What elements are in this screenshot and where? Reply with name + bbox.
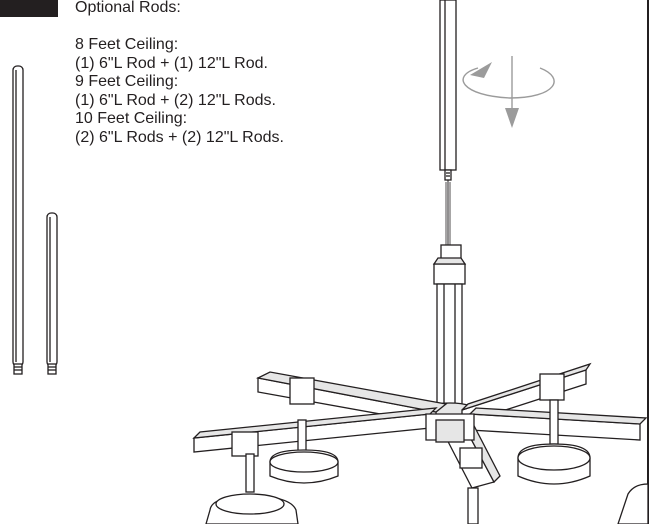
hanging-rod — [439, 0, 457, 245]
long-rod-12in — [12, 65, 24, 375]
optional-rods-heading: Optional Rods: — [75, 0, 181, 16]
rotate-arrow-icon — [462, 62, 555, 99]
light-cup — [205, 453, 299, 524]
page-border — [647, 0, 649, 524]
light-cup — [517, 399, 591, 485]
short-rod-6in — [46, 212, 58, 375]
optional-rods-note: Optional Rods: 8 Feet Ceiling: (1) 6"L R… — [75, 0, 375, 147]
ceiling-9ft-rods: (1) 6"L Rod + (2) 12"L Rods. — [75, 91, 276, 109]
light-cup — [467, 487, 479, 524]
ceiling-10ft-label: 10 Feet Ceiling: — [75, 110, 188, 127]
arm-front-left — [192, 407, 438, 457]
down-arrow-icon — [505, 56, 519, 128]
center-hub — [425, 413, 475, 443]
ceiling-8ft-rods: (1) 6"L Rod + (1) 12"L Rod. — [75, 54, 268, 72]
center-column — [421, 244, 479, 422]
ceiling-8ft-label: 8 Feet Ceiling: — [75, 36, 179, 53]
ceiling-9ft-label: 9 Feet Ceiling: — [75, 73, 179, 90]
light-cup — [269, 419, 339, 484]
ceiling-10ft-rods: (2) 6"L Rods + (2) 12"L Rods. — [75, 128, 284, 146]
light-cup — [617, 483, 649, 524]
step-tab — [0, 0, 58, 17]
